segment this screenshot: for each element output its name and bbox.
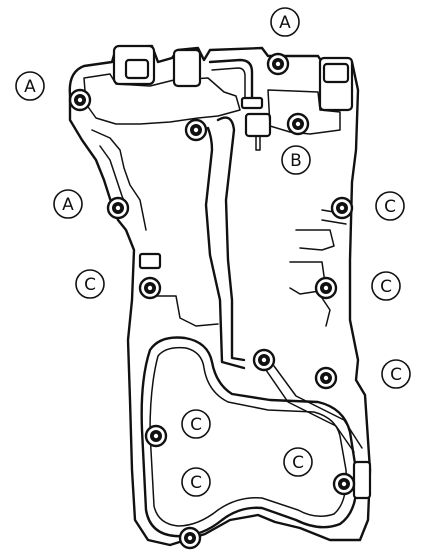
callout-c-lower-mid: C (283, 447, 313, 477)
callout-c-right-1: C (375, 191, 405, 221)
callout-c-lower-left-label: C (190, 415, 202, 435)
left-small-block (138, 252, 162, 270)
callout-c-left: C (75, 269, 105, 299)
sensor-body (244, 112, 272, 138)
bolt-13 (178, 526, 202, 550)
callout-c-right-1-label: C (384, 197, 396, 217)
breather-hose-inner (211, 67, 246, 101)
callout-c-right-2-label: C (380, 277, 392, 297)
top-right-cap (322, 62, 350, 84)
lower-right-fitting (352, 460, 372, 500)
sensor-stem (255, 135, 261, 151)
bolt-11 (144, 424, 168, 448)
top-connector (124, 58, 150, 80)
callout-a-mid: A (53, 189, 83, 219)
bolt-8 (314, 276, 338, 300)
callout-b-label: B (290, 151, 302, 171)
hose-clamp (240, 96, 264, 110)
callout-b: B (281, 145, 311, 175)
callout-c-right-2: C (371, 271, 401, 301)
main-housing-outline (68, 44, 372, 547)
upper-rib (91, 129, 147, 231)
bolt-2 (266, 52, 290, 76)
callout-c-bottom: C (181, 467, 211, 497)
upper-frame (83, 73, 241, 125)
top-mid-block (172, 48, 202, 88)
callout-a-left: A (15, 71, 45, 101)
lower-gasket-outer (140, 336, 358, 538)
callout-a-top-label: A (279, 13, 291, 33)
bolt-5 (106, 196, 130, 220)
breather-hose (208, 58, 254, 102)
callout-a-left-label: A (24, 77, 36, 97)
right-rib-3 (321, 297, 331, 327)
bolt-12 (332, 472, 356, 496)
bolt-7 (138, 276, 162, 300)
callout-c-right-3-label: C (390, 365, 402, 385)
lower-diagonal-pipe-2 (273, 365, 363, 449)
lower-gasket-inner (149, 346, 347, 527)
lower-diagonal-pipe (265, 369, 355, 453)
bolt-3 (184, 118, 208, 142)
callout-a-top: A (270, 7, 300, 37)
bolt-1 (68, 88, 92, 112)
right-upper-panel (267, 89, 341, 135)
bolt-10 (314, 366, 338, 390)
bolt-4 (286, 112, 310, 136)
callout-c-lower-mid-label: C (292, 453, 304, 473)
bolt-9 (252, 348, 276, 372)
bolt-6 (330, 196, 354, 220)
callout-c-left-label: C (84, 275, 96, 295)
callout-c-bottom-label: C (190, 473, 202, 493)
central-pipe-inner (204, 126, 246, 370)
central-pipe (216, 116, 246, 362)
right-rib-1 (295, 229, 335, 251)
callout-c-lower-left: C (181, 409, 211, 439)
callout-a-mid-label: A (62, 195, 74, 215)
left-mid-rib (149, 295, 219, 327)
callout-c-right-3: C (381, 359, 411, 389)
